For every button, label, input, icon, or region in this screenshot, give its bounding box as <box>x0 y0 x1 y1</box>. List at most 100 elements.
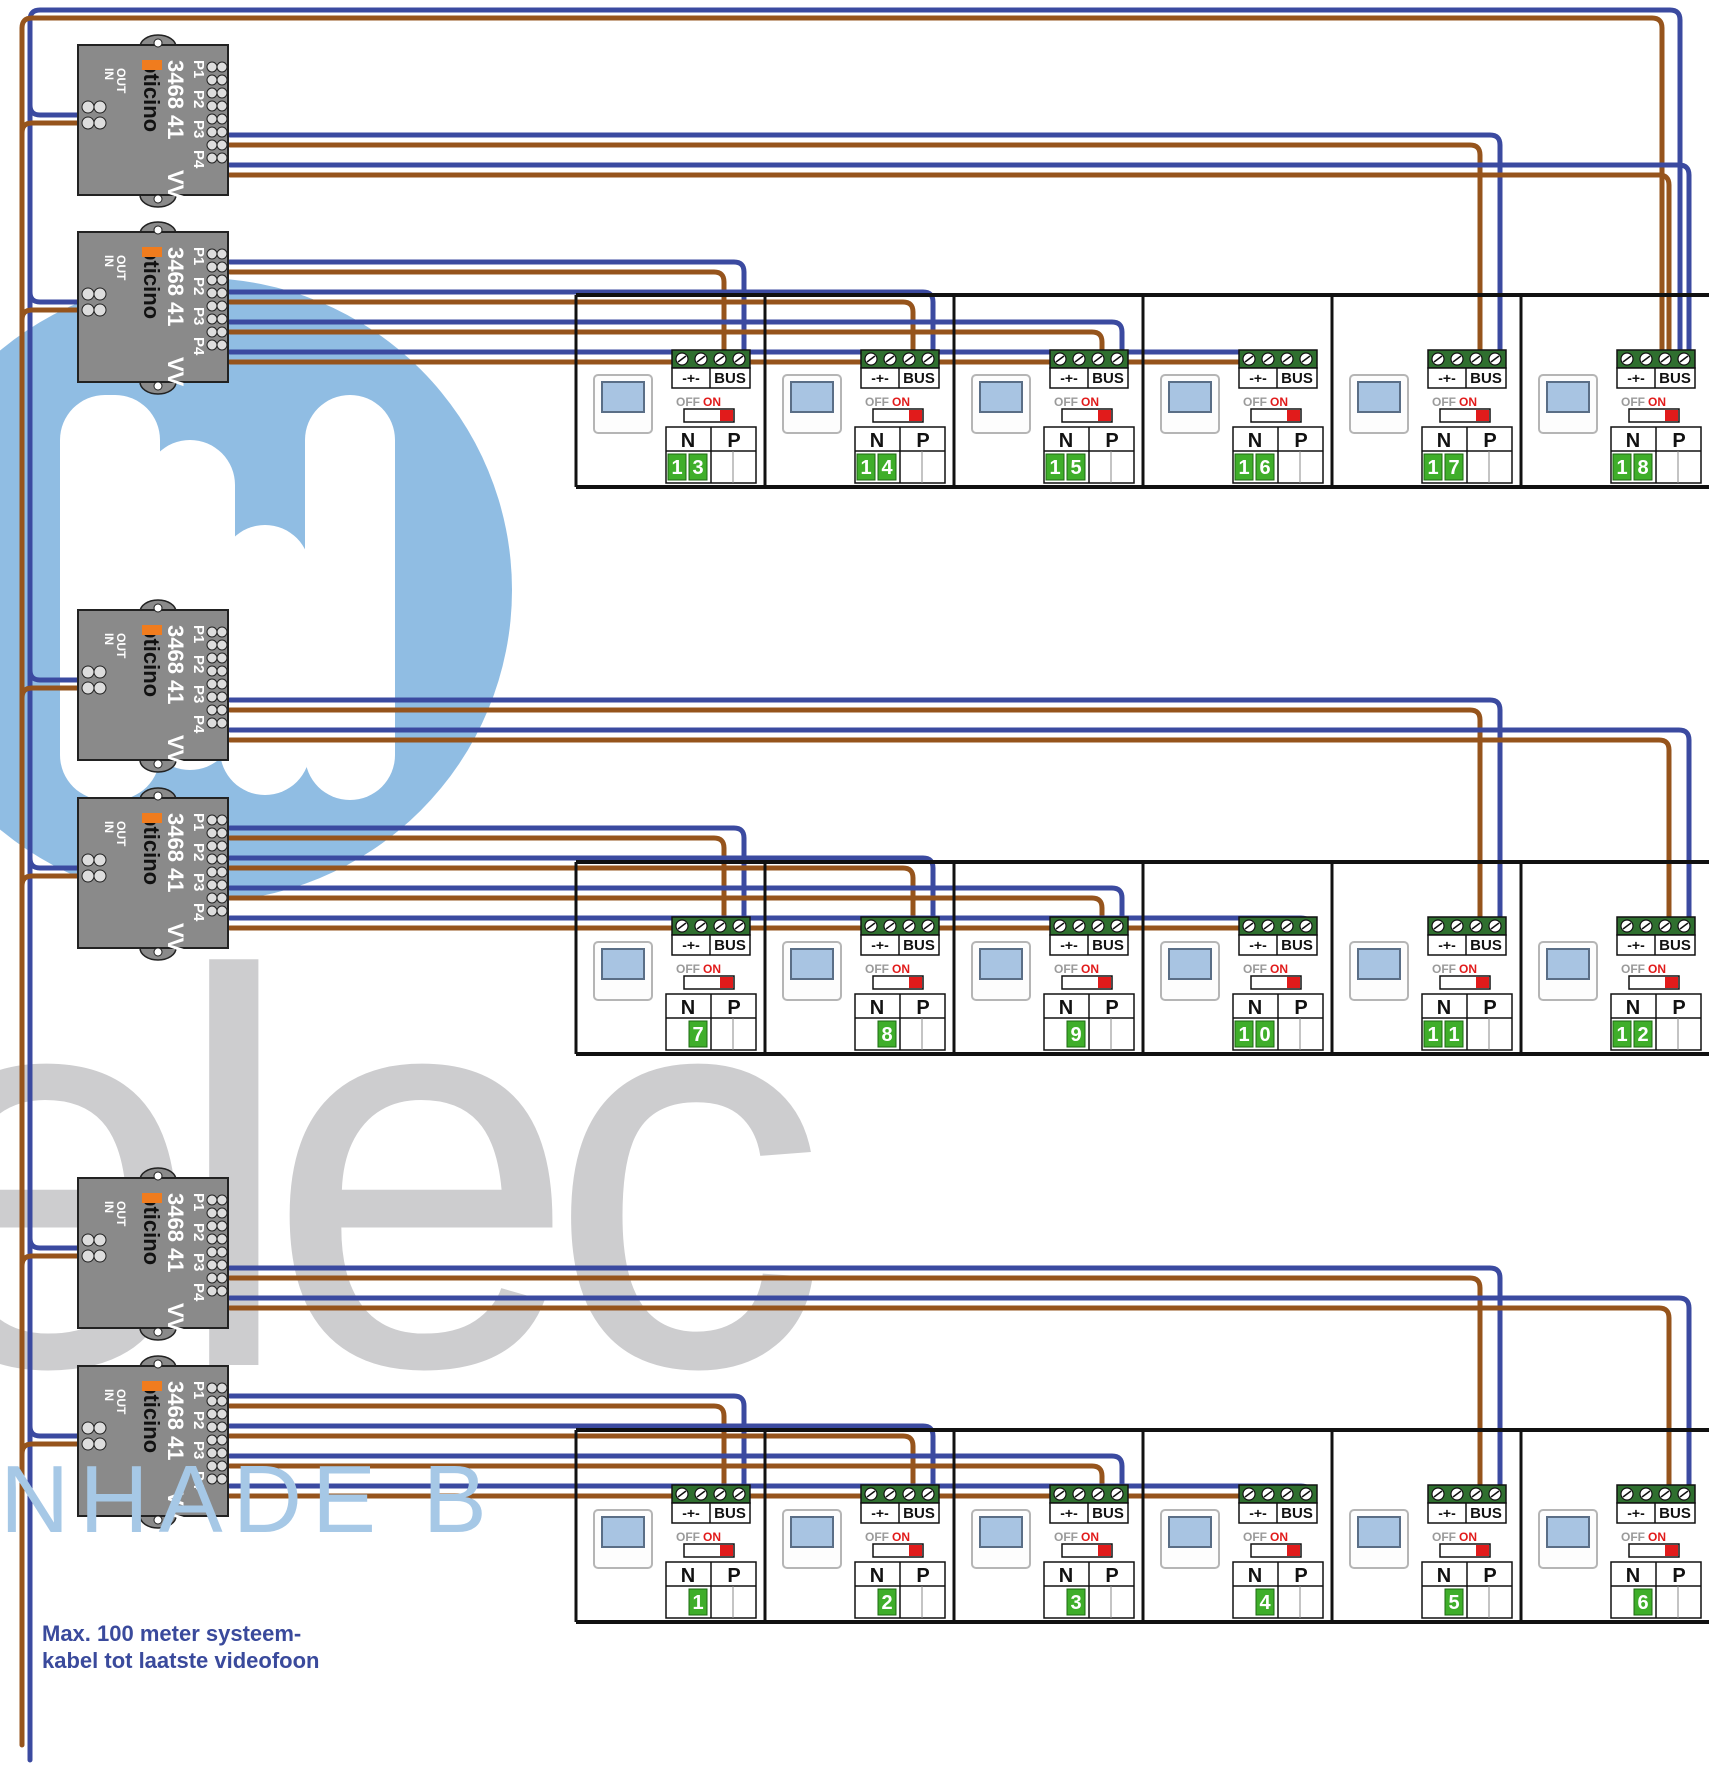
bus-label: BUS <box>903 937 935 954</box>
switch-off-label: OFF <box>1432 395 1456 409</box>
terminal-labels <box>1049 934 1129 956</box>
terminal-labels <box>1049 1502 1129 1524</box>
note-line-1: Max. 100 meter systeem- <box>42 1621 302 1646</box>
riser-link-blue <box>27 289 83 305</box>
port-screw <box>206 1285 218 1297</box>
screw-slot <box>1055 922 1065 930</box>
screw-slot <box>1093 922 1103 930</box>
screw-slot <box>1622 922 1632 930</box>
bus-wire-brown <box>227 835 727 927</box>
port-screw <box>216 717 228 729</box>
brand-mark <box>142 625 162 635</box>
doorbell-symbol: -+- <box>1438 937 1456 953</box>
port-label: P3 <box>190 873 207 891</box>
bus-wire-brown <box>227 329 1105 360</box>
screw-slot <box>1301 1490 1311 1498</box>
n-label: N <box>1437 430 1451 452</box>
port-label: P2 <box>190 655 207 673</box>
switch-off-label: OFF <box>1054 962 1078 976</box>
port-label: P1 <box>190 813 207 831</box>
address-digit: 7 <box>692 1024 703 1046</box>
address-digit-bg <box>1255 1588 1275 1616</box>
address-digit: 1 <box>1427 1024 1438 1046</box>
port-screw <box>216 287 228 299</box>
model-suffix: VV <box>163 923 188 953</box>
screw-slot <box>885 355 895 363</box>
address-digit: 6 <box>1637 1592 1648 1614</box>
n-label: N <box>1626 1565 1640 1587</box>
n-label: N <box>1059 997 1073 1019</box>
address-digit-bg <box>1444 453 1464 481</box>
switch-off-label: OFF <box>1243 1530 1267 1544</box>
dip-switch-lever <box>1287 977 1300 988</box>
address-digit: 1 <box>1616 457 1627 479</box>
address-digit: 8 <box>1637 457 1648 479</box>
in-out-screw <box>81 1421 95 1435</box>
bus-wire-brown <box>227 865 916 927</box>
model-number: 3468 41 <box>163 60 188 140</box>
bus-label: BUS <box>714 937 746 954</box>
port-screw <box>216 626 228 638</box>
n-label: N <box>1626 997 1640 1019</box>
address-digit-bg <box>1255 453 1275 481</box>
screw-slot <box>1093 355 1103 363</box>
note-line-2: kabel tot laatste videofoon <box>42 1648 320 1673</box>
bus-label: BUS <box>1092 370 1124 387</box>
in-out-screw <box>93 681 107 695</box>
switch-off-label: OFF <box>1621 962 1645 976</box>
port-screw <box>216 639 228 651</box>
dip-switch-lever <box>1098 977 1111 988</box>
riser-link-brown <box>19 685 83 701</box>
p-label: P <box>727 1565 740 1587</box>
model-number: 3468 41 <box>163 813 188 893</box>
monitor-screen <box>979 381 1023 413</box>
terminal-labels <box>860 934 940 956</box>
port-screw <box>206 139 218 151</box>
address-digit: 1 <box>1049 457 1060 479</box>
in-out-screw <box>81 116 95 130</box>
port-screw <box>216 1395 228 1407</box>
port-screw <box>206 326 218 338</box>
port-screw <box>216 853 228 865</box>
doorbell-symbol: -+- <box>871 1505 889 1521</box>
terminal-labels <box>1238 934 1318 956</box>
bus-wire-blue <box>227 1295 1692 1495</box>
model-suffix: VV <box>163 735 188 765</box>
address-digit: 6 <box>1259 457 1270 479</box>
n-label: N <box>681 997 695 1019</box>
port-screw <box>216 1421 228 1433</box>
port-screw <box>206 100 218 112</box>
in-label: IN <box>102 633 116 645</box>
port-label: P3 <box>190 307 207 325</box>
dip-switch-lever <box>1665 410 1678 421</box>
address-digit: 7 <box>1448 457 1459 479</box>
bus-wire-brown <box>227 1463 1105 1495</box>
riser-wire-brown <box>19 15 1665 1748</box>
screw-slot <box>1301 355 1311 363</box>
mount-hole <box>153 1359 163 1369</box>
port-screw <box>216 61 228 73</box>
port-screw <box>206 74 218 86</box>
out-label: OUT <box>114 633 128 659</box>
doorbell-symbol: -+- <box>1438 1505 1456 1521</box>
port-screw <box>216 274 228 286</box>
port-label: P1 <box>190 625 207 643</box>
screw-slot <box>923 922 933 930</box>
p-label: P <box>1672 1565 1685 1587</box>
riser-link-brown <box>19 873 83 889</box>
port-screw <box>206 1382 218 1394</box>
monitor-screen <box>1168 948 1212 980</box>
bus-label: BUS <box>714 1505 746 1522</box>
port-screw <box>216 248 228 260</box>
in-out-screw <box>93 869 107 883</box>
address-digit-bg <box>877 1588 897 1616</box>
n-label: N <box>1626 430 1640 452</box>
n-label: N <box>1059 430 1073 452</box>
switch-off-label: OFF <box>1621 1530 1645 1544</box>
doorbell-symbol: -+- <box>682 370 700 386</box>
n-label: N <box>870 430 884 452</box>
